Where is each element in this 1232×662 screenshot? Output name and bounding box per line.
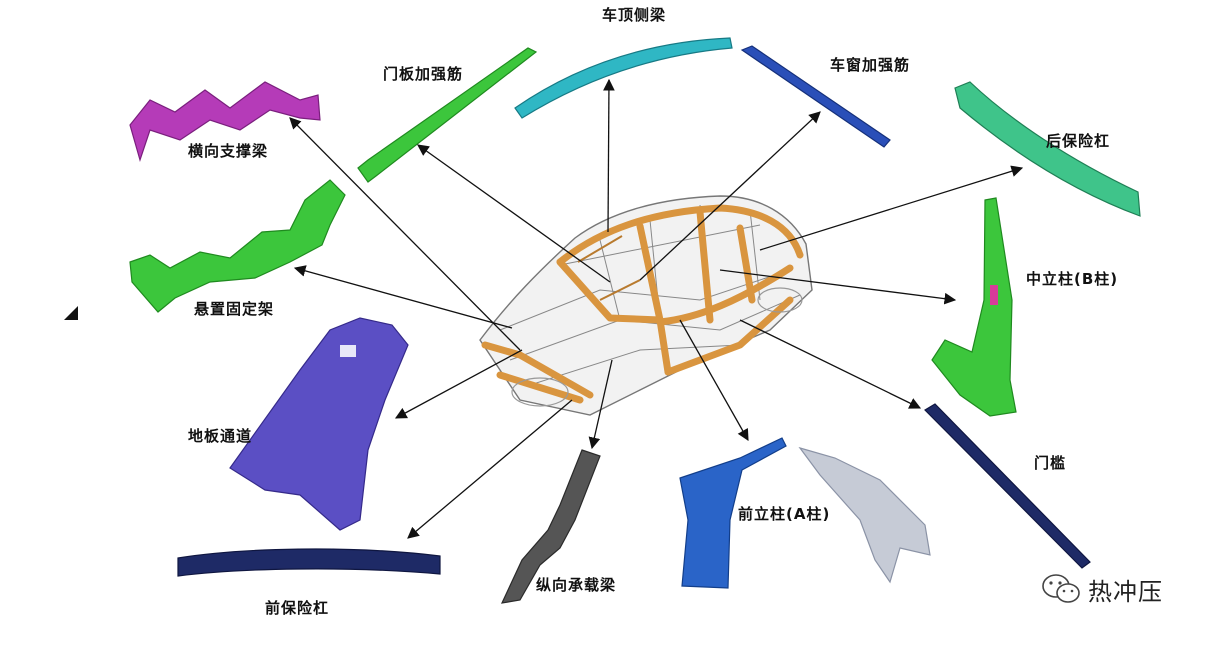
arrow-door-panel-rib — [417, 144, 611, 283]
label-floor-tunnel: 地板通道 — [188, 427, 253, 445]
part-b-pillar — [931, 197, 1017, 417]
label-cross-brace: 横向支撑梁 — [188, 142, 269, 160]
label-b-pillar: 中立柱(B柱) — [1026, 270, 1119, 288]
watermark-text: 热冲压 — [1088, 577, 1163, 606]
arrow-roof-side-rail — [603, 78, 615, 233]
arrow-a-pillar — [679, 319, 749, 442]
watermark: 热冲压 — [1040, 572, 1163, 606]
arrow-longitudinal-beam — [588, 359, 613, 450]
part-window-rib — [740, 45, 891, 148]
part-a-pillar — [679, 437, 931, 589]
arrow-floor-tunnel — [394, 349, 523, 419]
arrow-front-bumper — [407, 399, 573, 539]
arrow-suspension-bracket — [293, 265, 513, 329]
part-door-sill — [924, 403, 1091, 569]
arrow-rear-bumper — [759, 165, 1024, 251]
label-door-sill: 门槛 — [1034, 454, 1067, 472]
label-suspension-bracket: 悬置固定架 — [194, 300, 275, 318]
part-floor-tunnel — [229, 317, 409, 531]
arrow-cross-brace — [289, 117, 521, 351]
part-suspension-bracket — [129, 179, 346, 313]
label-window-rib: 车窗加强筋 — [830, 56, 911, 74]
part-rear-bumper — [954, 81, 1141, 217]
part-longitudinal-beam — [500, 449, 601, 604]
corner-triangle-icon — [64, 306, 78, 320]
wechat-icon — [1042, 574, 1080, 603]
label-front-bumper: 前保险杠 — [265, 599, 330, 617]
part-cross-brace — [129, 81, 321, 163]
label-longitudinal-beam: 纵向承载梁 — [536, 576, 617, 594]
part-front-bumper — [177, 548, 441, 577]
arrow-window-rib — [639, 111, 821, 281]
label-roof-side-rail: 车顶侧梁 — [602, 6, 667, 24]
part-door-panel-rib — [357, 47, 538, 183]
part-roof-side-rail — [514, 37, 733, 119]
label-a-pillar: 前立柱(A柱) — [738, 505, 831, 523]
label-door-panel-rib: 门板加强筋 — [383, 65, 464, 83]
callout-arrows — [289, 78, 1024, 539]
car-body-in-white — [479, 195, 813, 416]
arrow-door-sill — [739, 319, 922, 409]
label-rear-bumper: 后保险杠 — [1046, 132, 1111, 150]
arrow-b-pillar — [719, 269, 957, 305]
